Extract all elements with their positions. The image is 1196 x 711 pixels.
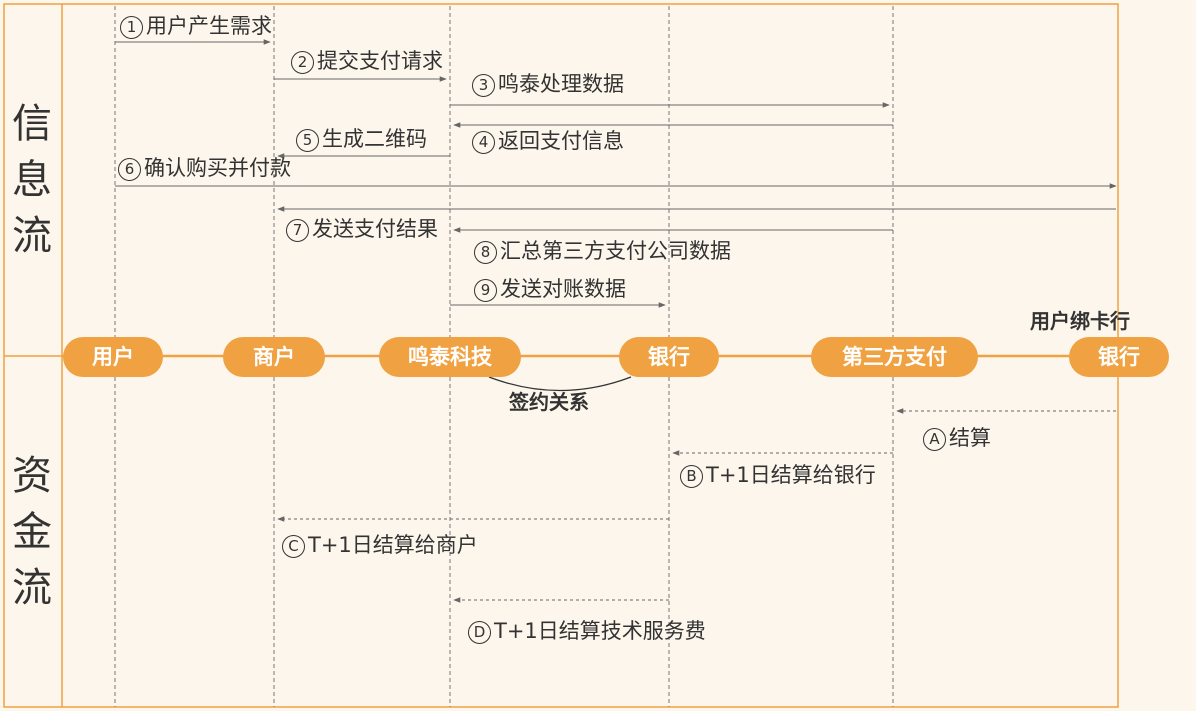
contract-label: 签约关系 (509, 390, 589, 414)
card-bank-label: 用户绑卡行 (1030, 309, 1130, 333)
lane-user: 用户 (63, 337, 163, 377)
lane-merchant: 商户 (223, 337, 325, 377)
lane-third-party: 第三方支付 (811, 337, 978, 377)
money-flow-label: 资 金 流 (12, 453, 52, 611)
lane-mingtai: 鸣泰科技 (379, 337, 521, 377)
lane-bank: 银行 (619, 337, 719, 377)
info-flow-label: 信 息 流 (12, 101, 52, 259)
contract-arc (488, 376, 632, 392)
lane-card-bank: 银行 (1069, 337, 1169, 377)
